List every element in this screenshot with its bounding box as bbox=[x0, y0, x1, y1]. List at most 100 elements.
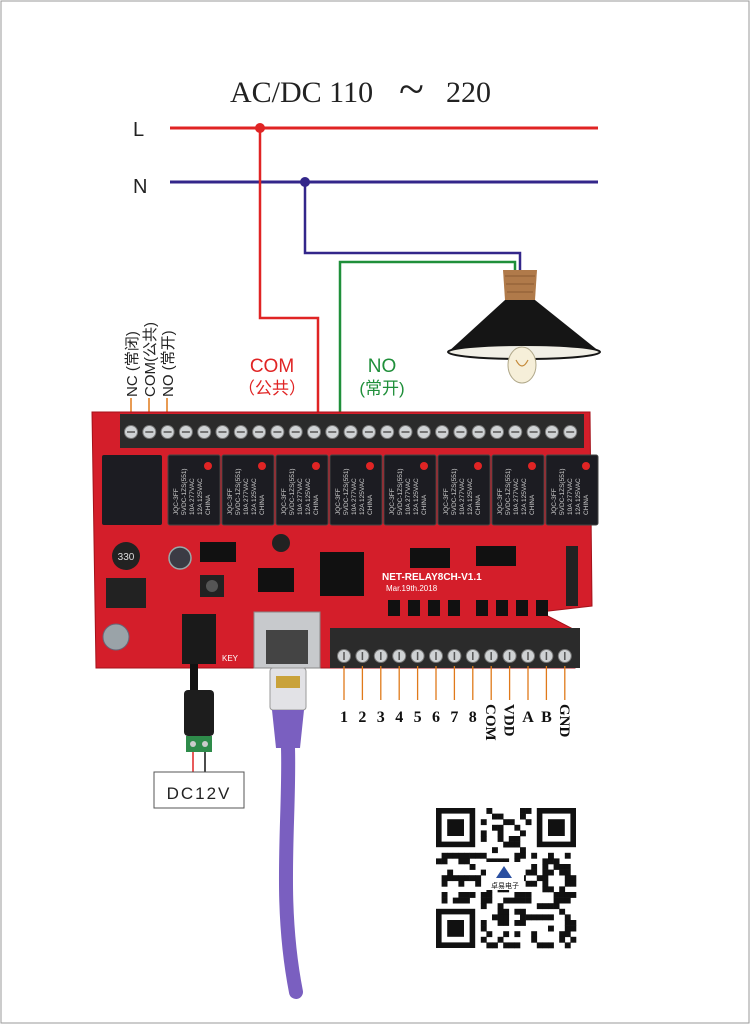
live-junction-dot bbox=[255, 123, 265, 133]
dc-power-plug bbox=[184, 664, 214, 778]
relay-text: 10A 277VAC bbox=[351, 478, 358, 515]
key-label: KEY bbox=[222, 654, 239, 663]
board-date: Mar.19th.2018 bbox=[386, 584, 438, 593]
status-led bbox=[536, 600, 548, 616]
status-leds bbox=[388, 600, 548, 616]
capacitor-2 bbox=[102, 623, 130, 651]
status-led bbox=[408, 600, 420, 616]
relay-text: 5VDC-1ZS(551) bbox=[343, 468, 350, 515]
live-line-label: L bbox=[133, 119, 144, 141]
relay-text: 10A 277VAC bbox=[567, 478, 574, 515]
status-led bbox=[448, 600, 460, 616]
power-label-box bbox=[153, 771, 245, 809]
ethernet-cable bbox=[269, 667, 307, 999]
neutral-junction-dot bbox=[300, 177, 310, 187]
com-terminal-label: COM(公共) bbox=[142, 322, 159, 397]
status-led bbox=[476, 600, 488, 616]
relay-text: 12A 125VAC bbox=[305, 478, 312, 515]
relay-text: 12A 125VAC bbox=[359, 478, 366, 515]
relay-text: 10A 277VAC bbox=[243, 478, 250, 515]
relay-text: 5VDC-1ZS(551) bbox=[397, 468, 404, 515]
relay-text: JQC-3FF bbox=[497, 488, 504, 515]
relay-text: JQC-3FF bbox=[281, 488, 288, 515]
no-wire-sublabel: (常开) bbox=[359, 379, 404, 398]
relay-text: 12A 125VAC bbox=[413, 478, 420, 515]
relay-text: 12A 125VAC bbox=[521, 478, 528, 515]
relay-text: 5VDC-1ZS(551) bbox=[235, 468, 242, 515]
com-wire bbox=[258, 128, 320, 428]
relay-text: 10A 277VAC bbox=[189, 478, 196, 515]
neutral-lamp-wire bbox=[303, 182, 522, 272]
bottom-terminal-label: GND bbox=[556, 704, 572, 738]
status-led bbox=[516, 600, 528, 616]
com-wire-label: COM bbox=[250, 356, 294, 377]
neutral-line-label: N bbox=[133, 176, 147, 198]
relay-text: 5VDC-1ZS(551) bbox=[505, 468, 512, 515]
relay-text: CHINA bbox=[205, 494, 212, 515]
relay-text: 10A 277VAC bbox=[513, 478, 520, 515]
bottom-terminal-label: 1 bbox=[340, 709, 348, 726]
pin-header bbox=[566, 546, 578, 606]
bottom-terminal-label: 8 bbox=[469, 709, 477, 726]
relay-text: CHINA bbox=[475, 494, 482, 515]
com-wire-sublabel: （公共） bbox=[238, 379, 306, 398]
qr-code bbox=[436, 808, 577, 949]
bottom-terminal-label: COM bbox=[482, 704, 498, 741]
relay-text: JQC-3FF bbox=[551, 488, 558, 515]
supply-max: 220 bbox=[446, 76, 491, 109]
bottom-terminal-label: 2 bbox=[358, 709, 366, 726]
relay-text: 12A 125VAC bbox=[575, 478, 582, 515]
relay-text: CHINA bbox=[259, 494, 266, 515]
bottom-terminal-label: 4 bbox=[395, 709, 403, 726]
no-terminal-label: NO (常开) bbox=[160, 330, 177, 397]
relay-text: 5VDC-1ZS(551) bbox=[451, 468, 458, 515]
inductor bbox=[112, 542, 140, 570]
status-led bbox=[496, 600, 508, 616]
relay-text: JQC-3FF bbox=[389, 488, 396, 515]
no-wire bbox=[338, 260, 517, 428]
capacitor bbox=[168, 546, 192, 570]
relay-text: 5VDC-1ZS(551) bbox=[559, 468, 566, 515]
relay-text: 5VDC-1ZS(551) bbox=[181, 468, 188, 515]
qr-brand: 卓易电子 bbox=[491, 881, 519, 890]
top-terminal-screws bbox=[124, 425, 578, 439]
no-wire-label: NO bbox=[368, 356, 397, 377]
relay-terminal-labels: NC (常闭) COM(公共) NO (常开) bbox=[124, 322, 177, 422]
relay-text: JQC-3FF bbox=[173, 488, 180, 515]
relay-text: JQC-3FF bbox=[227, 488, 234, 515]
voltage-regulator bbox=[106, 578, 146, 608]
relay-text: 10A 277VAC bbox=[297, 478, 304, 515]
relay-text: CHINA bbox=[529, 494, 536, 515]
relay-text: JQC-3FF bbox=[335, 488, 342, 515]
supply-tilde: ~ bbox=[399, 63, 424, 114]
bottom-terminal-label: A bbox=[522, 709, 534, 726]
chip-2 bbox=[258, 568, 294, 592]
relay-text: JQC-3FF bbox=[443, 488, 450, 515]
inductor-2 bbox=[272, 534, 290, 552]
bottom-terminal-label: 5 bbox=[414, 709, 422, 726]
mcu-chip bbox=[320, 552, 364, 596]
chip-1 bbox=[200, 542, 236, 562]
supply-title: AC/DC 110 bbox=[230, 76, 373, 109]
bottom-terminal-label: 7 bbox=[450, 709, 458, 726]
relay-text: CHINA bbox=[421, 494, 428, 515]
qr-logo-icon bbox=[496, 866, 512, 878]
inductor-label: 330 bbox=[118, 552, 135, 563]
chip-4 bbox=[476, 546, 516, 566]
dc-jack bbox=[182, 614, 216, 664]
board-model: NET-RELAY8CH-V1.1 bbox=[382, 572, 482, 583]
relay-text: 10A 277VAC bbox=[459, 478, 466, 515]
bottom-terminal-label: VDD bbox=[501, 704, 517, 737]
relay-text: 12A 125VAC bbox=[197, 478, 204, 515]
relay-text: 12A 125VAC bbox=[467, 478, 474, 515]
power-label: DC12V bbox=[167, 784, 232, 803]
